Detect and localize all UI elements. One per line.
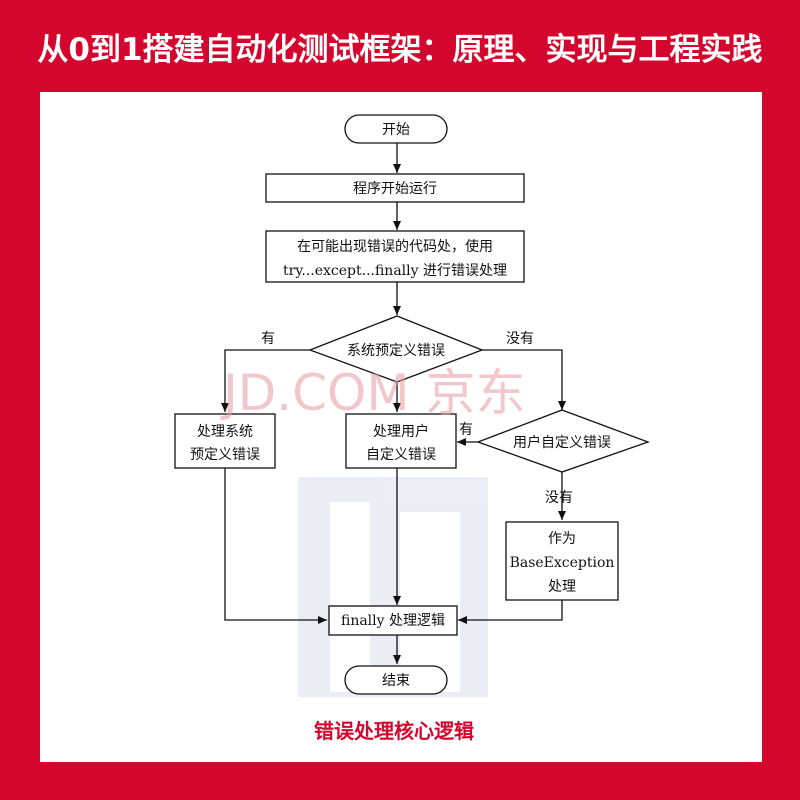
base-exception-node [505,521,619,601]
background-logo [298,477,488,697]
run-label: 程序开始运行 [353,181,437,197]
sys-decision-label: 系统预定义错误 [347,343,445,359]
end-label: 结束 [382,673,410,689]
edge-label-sys-yes: 有 [261,331,275,347]
finally-node [328,605,458,636]
end-node [344,665,448,695]
edge-label-user-yes: 有 [459,422,473,438]
user-decision-node [476,409,650,473]
handle-sys-label-line1: 处理系统 [197,424,253,440]
edge-handlesys-finally [224,468,327,624]
try-label-line1: 在可能出现错误的代码处，使用 [297,238,493,255]
watermark: JD.COM 京东 [220,364,525,422]
edge-label-sys-no: 没有 [506,331,534,347]
try-node [265,230,525,283]
edge-sys-no [482,349,566,410]
base-label-line2: BaseException [510,555,615,571]
start-node [344,114,448,144]
diagram-panel: 开始 程序开始运行 在可能出现错误的代码处，使用 try...except...… [40,92,762,762]
banner-title: 从0到1搭建自动化测试框架：原理、实现与工程实践 [37,31,763,68]
edges [221,143,566,664]
handle-sys-label-line2: 预定义错误 [190,447,260,463]
handle-user-label-line2: 自定义错误 [366,447,436,463]
try-label-line2: try...except...finally 进行错误处理 [283,263,507,279]
user-decision-label: 用户自定义错误 [513,434,611,451]
nodes [174,114,650,695]
sys-decision-node [308,315,484,383]
finally-label: finally 处理逻辑 [341,613,445,629]
start-label: 开始 [382,122,410,138]
base-label-line1: 作为 [548,531,576,547]
edge-base-finally [458,600,563,624]
handle-sys-node [174,413,276,469]
base-label-line3: 处理 [548,579,576,595]
flowchart: 开始 程序开始运行 在可能出现错误的代码处，使用 try...except...… [174,114,650,743]
edge-label-user-no: 没有 [545,490,573,506]
run-node [265,173,525,203]
edge-sys-yes [221,349,310,412]
handle-user-node [345,413,457,469]
handle-user-label-line1: 处理用户 [373,423,429,440]
diagram-caption: 错误处理核心逻辑 [314,719,474,743]
